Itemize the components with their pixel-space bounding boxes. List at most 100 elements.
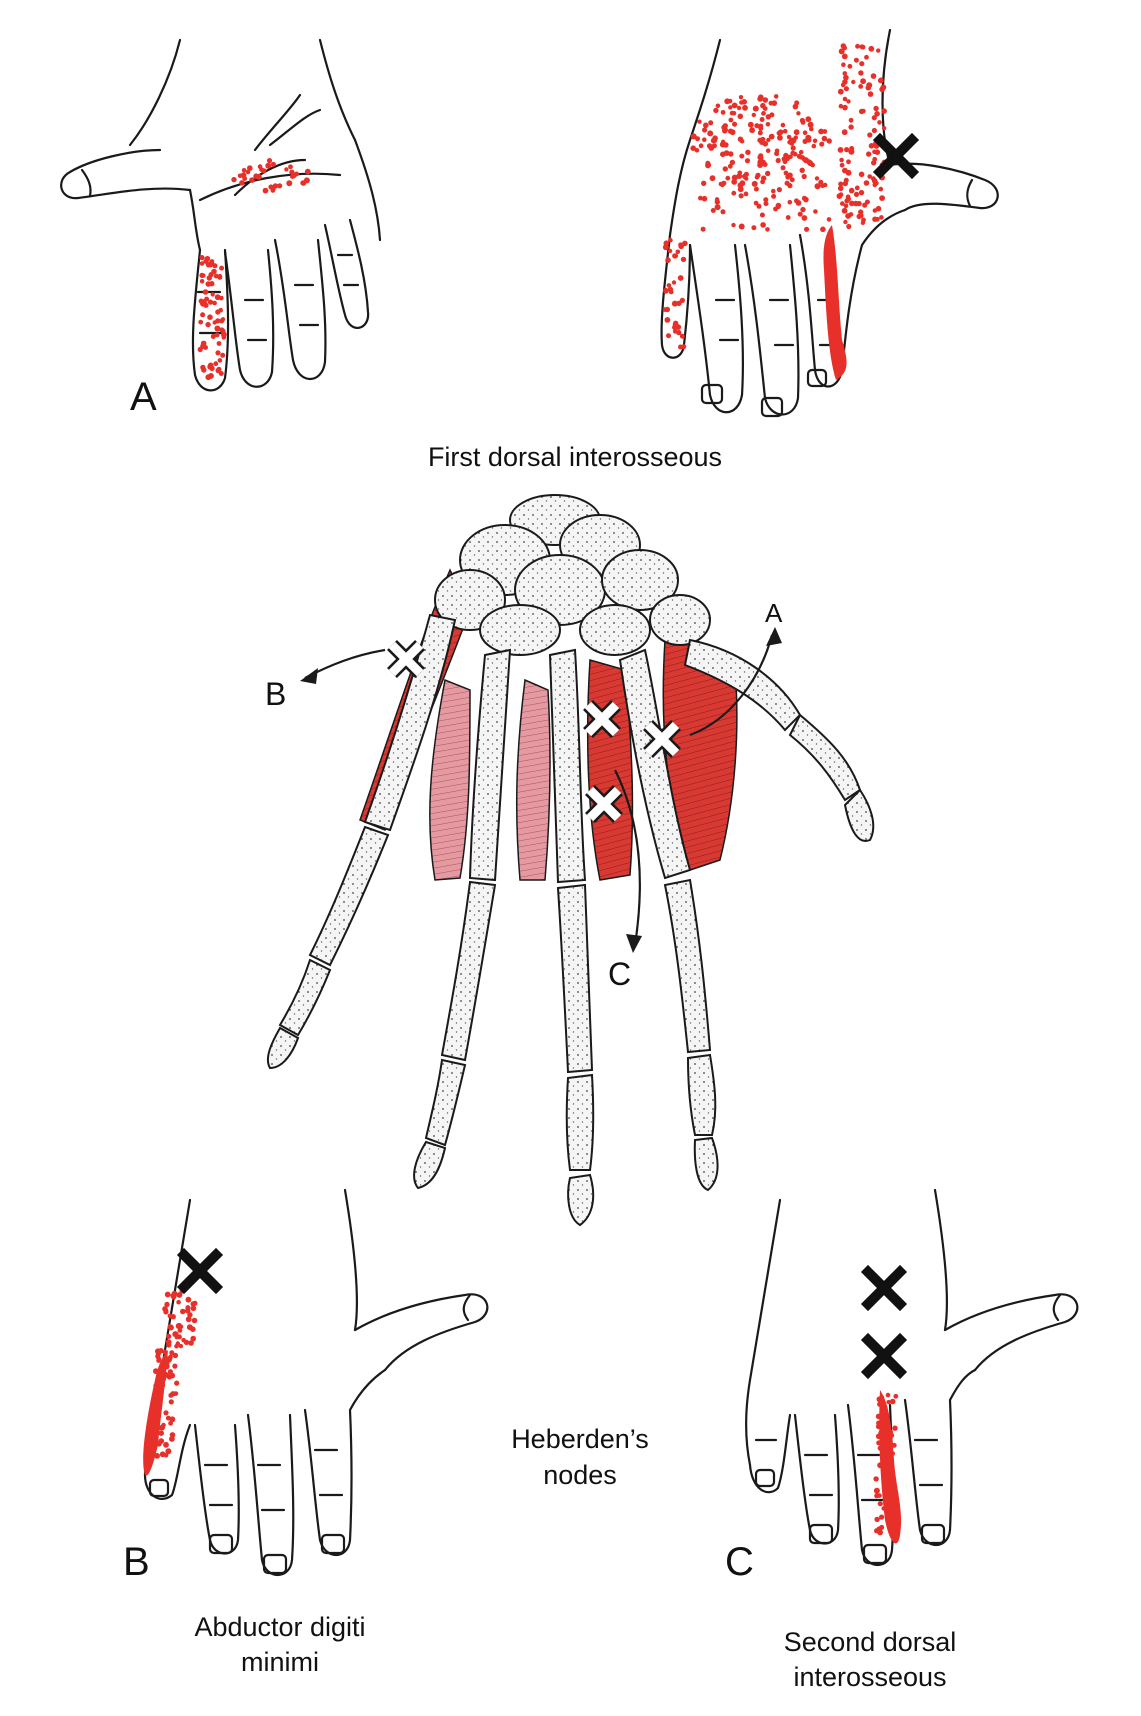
pain-dot	[886, 1399, 891, 1405]
pain-dot	[190, 1326, 196, 1332]
pain-dot	[873, 1476, 879, 1482]
pain-dot	[861, 217, 866, 223]
pain-dot	[174, 1343, 179, 1349]
pain-dot	[754, 123, 760, 129]
pain-dot	[167, 1324, 174, 1331]
pain-dot	[270, 188, 276, 193]
pain-dot	[714, 199, 720, 205]
pain-dot	[187, 1312, 193, 1318]
pain-dot	[736, 173, 743, 180]
pain-dot	[731, 174, 738, 181]
pain-dot	[707, 130, 714, 137]
pain-dot	[682, 240, 688, 247]
pain-dot	[218, 307, 223, 313]
pain-dot	[841, 207, 848, 214]
pain-dot	[800, 206, 806, 213]
pain-dot	[214, 325, 221, 332]
pain-dot	[212, 320, 217, 325]
pain-dot	[731, 179, 738, 185]
pain-dot	[793, 129, 800, 136]
pain-dot	[867, 91, 874, 97]
pain-dot	[207, 299, 214, 305]
pain-dot	[811, 143, 817, 149]
pain-dot	[858, 171, 865, 178]
pain-dot	[849, 200, 855, 207]
pain-dot	[164, 1291, 171, 1298]
pain-dot	[878, 77, 884, 83]
pain-dot	[873, 1487, 880, 1494]
pain-dot	[814, 183, 821, 190]
pain-dot	[690, 145, 696, 151]
pain-dot	[205, 374, 212, 381]
pain-dot	[247, 165, 253, 171]
pain-dot	[158, 1348, 164, 1354]
pain-dot	[190, 1305, 197, 1312]
pain-dot	[872, 149, 877, 155]
referred-pain-a-palmar	[197, 158, 311, 381]
pain-dot	[731, 190, 737, 196]
pain-dot	[879, 195, 885, 202]
pain-dot	[889, 1398, 896, 1405]
pain-dot	[200, 299, 207, 306]
pain-dot	[662, 244, 669, 251]
pain-dot	[720, 139, 726, 144]
pain-dot	[758, 94, 764, 100]
pain-dot	[796, 111, 801, 116]
pain-dot	[854, 185, 860, 191]
pain-dot	[739, 138, 745, 144]
pain-dot	[881, 126, 887, 131]
pain-dot	[848, 124, 854, 130]
panel-a-letter: A	[130, 375, 157, 419]
pain-dot	[680, 256, 687, 263]
pain-dot	[844, 147, 850, 153]
heberdens-nodes-line2: nodes	[543, 1460, 617, 1490]
pain-dot	[877, 120, 882, 125]
pain-dot	[839, 157, 844, 163]
pain-dot	[878, 186, 884, 192]
pain-dot	[799, 167, 805, 173]
pain-dot	[863, 180, 870, 186]
pain-dot	[814, 176, 820, 181]
pain-dot	[242, 176, 248, 182]
pain-dot	[212, 263, 218, 269]
pain-dot	[213, 361, 219, 367]
pain-dot	[783, 170, 789, 176]
pain-dot	[864, 199, 870, 205]
pain-dot	[807, 121, 814, 128]
pain-dot	[822, 182, 828, 188]
trigger-point-skeleton-first-di	[643, 720, 681, 758]
pain-dot	[782, 128, 788, 134]
pain-dot	[672, 253, 678, 259]
pain-dot	[732, 121, 738, 127]
skeleton-label-c: C	[608, 956, 631, 992]
pain-dot	[851, 79, 856, 85]
pain-dot	[219, 265, 225, 271]
pain-dot	[747, 121, 754, 128]
pain-dot	[822, 129, 828, 134]
pain-dot	[714, 204, 721, 211]
pain-dot	[847, 63, 853, 69]
pain-dot	[843, 219, 848, 225]
pain-dot	[757, 130, 763, 136]
pain-dot	[715, 103, 721, 109]
pain-dot	[787, 199, 793, 205]
pain-dot	[199, 255, 205, 261]
pain-dot	[762, 106, 768, 111]
pain-dot	[786, 154, 791, 160]
pain-dot	[760, 136, 766, 142]
pain-dot	[774, 148, 780, 154]
pain-dot	[762, 97, 769, 103]
pain-dot	[725, 175, 731, 181]
pain-dot	[168, 1399, 174, 1405]
pain-dot	[743, 191, 749, 197]
pain-dot	[837, 147, 844, 153]
pain-dot	[728, 151, 734, 157]
pain-dot	[780, 165, 786, 171]
trigger-point-c-lower	[860, 1332, 908, 1380]
referred-pain-b-solid	[143, 1350, 168, 1476]
pain-dot	[781, 156, 787, 162]
pain-dot	[675, 324, 682, 330]
referred-pain-c-solid	[879, 1390, 902, 1544]
pain-dot	[846, 223, 852, 230]
pain-dot	[867, 174, 872, 179]
